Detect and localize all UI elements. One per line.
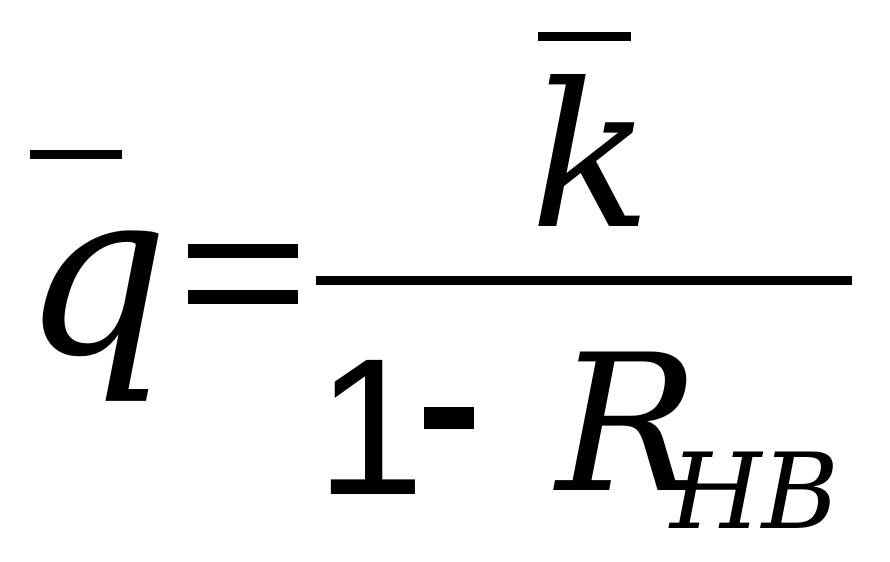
denominator-one: 1 (316, 318, 425, 536)
equals-sign-top (188, 244, 298, 258)
fraction-bar (316, 276, 852, 285)
q-overline (30, 150, 122, 159)
denominator-subscript: HB (670, 431, 839, 553)
numerator-symbol: k (530, 41, 652, 274)
k-overline (538, 32, 631, 41)
minus-sign (424, 407, 474, 429)
lhs-symbol: q (22, 141, 170, 408)
equals-sign-bottom (188, 290, 298, 304)
denominator-symbol: R (556, 314, 700, 535)
